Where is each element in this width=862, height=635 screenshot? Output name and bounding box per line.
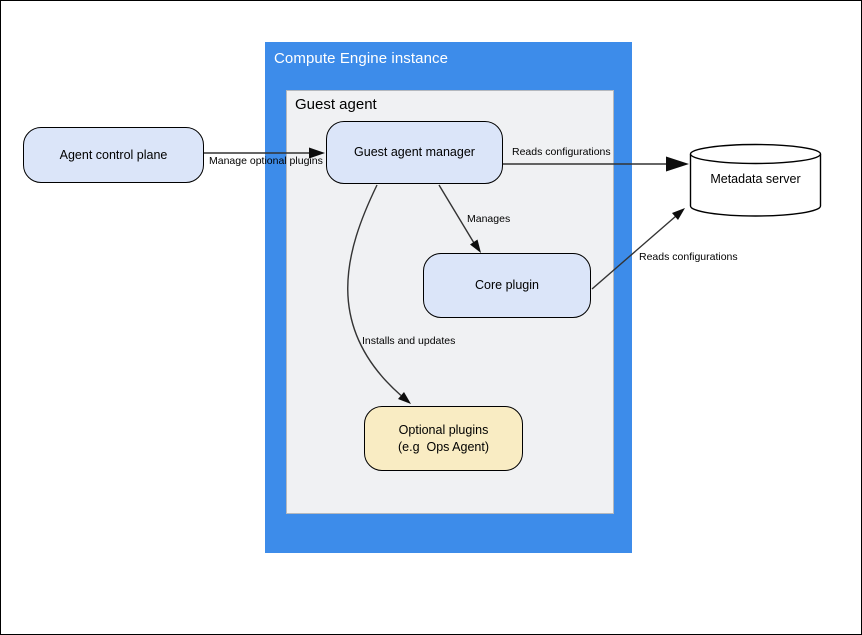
node-metadata-server-label: Metadata server [710, 172, 801, 186]
node-agent-control-plane-label: Agent control plane [59, 147, 168, 162]
compute-engine-instance-title: Compute Engine instance [274, 50, 449, 67]
node-guest-agent-manager: Guest agent manager [326, 121, 503, 184]
node-agent-control-plane: Agent control plane [23, 127, 204, 183]
node-guest-agent-manager-label: Guest agent manager [354, 145, 475, 159]
edge-label-installs-and-updates: Installs and updates [362, 335, 456, 347]
edge-label-manager-reads-configurations: Reads configurations [512, 146, 611, 158]
guest-agent-group-title: Guest agent [295, 96, 377, 113]
node-optional-plugins-label-line2: (e.g Ops Agent) [397, 439, 490, 454]
database-cylinder-icon [689, 143, 822, 217]
node-core-plugin-label: Core plugin [475, 278, 539, 292]
node-core-plugin: Core plugin [423, 253, 591, 318]
node-optional-plugins: Optional plugins (e.g Ops Agent) [364, 406, 523, 471]
node-optional-plugins-label-line1: Optional plugins [398, 422, 489, 437]
edge-label-manage-optional-plugins: Manage optional plugins [209, 155, 323, 167]
edge-label-manages: Manages [467, 213, 511, 225]
edge-label-core-reads-configurations: Reads configurations [639, 251, 738, 263]
